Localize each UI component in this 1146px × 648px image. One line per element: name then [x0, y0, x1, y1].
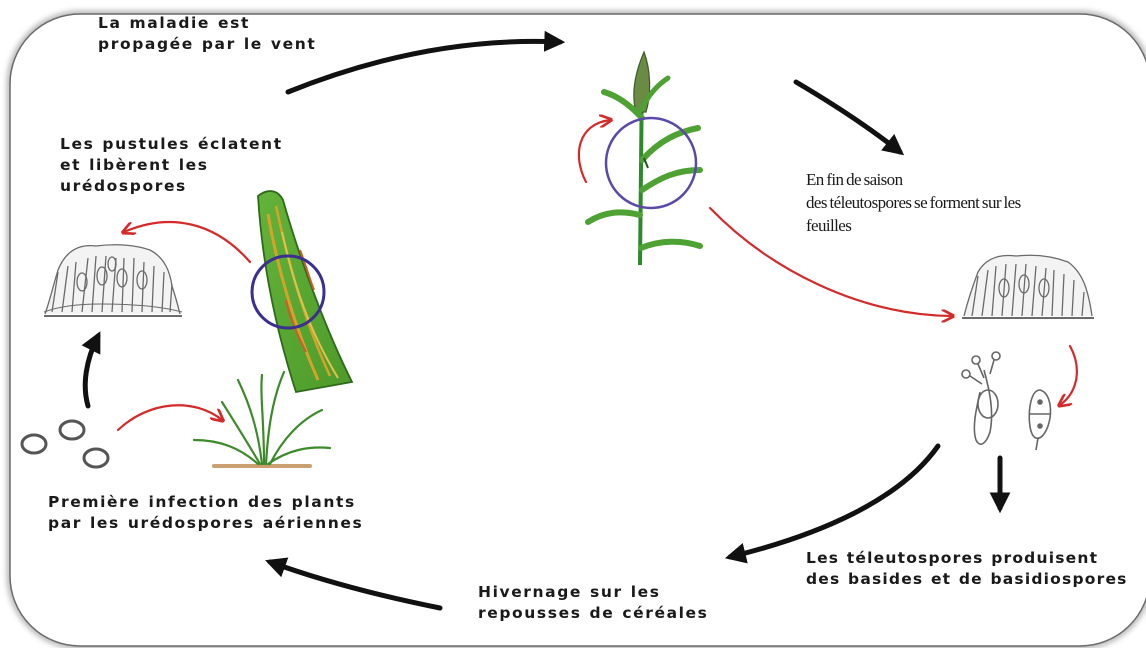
- label-pustules-burst: Les pustules éclatent et libèrent les ur…: [60, 134, 283, 197]
- label-line: feuilles: [806, 214, 1021, 237]
- label-line: repousses de céréales: [478, 603, 709, 624]
- label-line: par les urédospores aériennes: [48, 513, 363, 534]
- label-line: Les pustules éclatent: [60, 134, 283, 155]
- label-line: urédospores: [60, 176, 283, 197]
- label-overwintering: Hivernage sur les repousses de céréales: [478, 582, 709, 624]
- label-line: des téleutospores se forment sur les: [806, 191, 1021, 214]
- label-line: des basides et de basidiospores: [806, 569, 1128, 590]
- label-end-of-season: En fin de saison des téleutospores se fo…: [806, 168, 1021, 237]
- label-line: La maladie est: [98, 13, 316, 34]
- label-wind-spread: La maladie est propagée par le vent: [98, 13, 316, 55]
- label-line: propagée par le vent: [98, 34, 316, 55]
- label-line: En fin de saison: [806, 168, 1021, 191]
- label-line: Hivernage sur les: [478, 582, 709, 603]
- label-first-infection: Première infection des plants par les ur…: [48, 492, 363, 534]
- label-line: et libèrent les: [60, 155, 283, 176]
- label-line: Première infection des plants: [48, 492, 363, 513]
- label-line: Les téleutospores produisent: [806, 548, 1128, 569]
- label-basidia: Les téleutospores produisent des basides…: [806, 548, 1128, 590]
